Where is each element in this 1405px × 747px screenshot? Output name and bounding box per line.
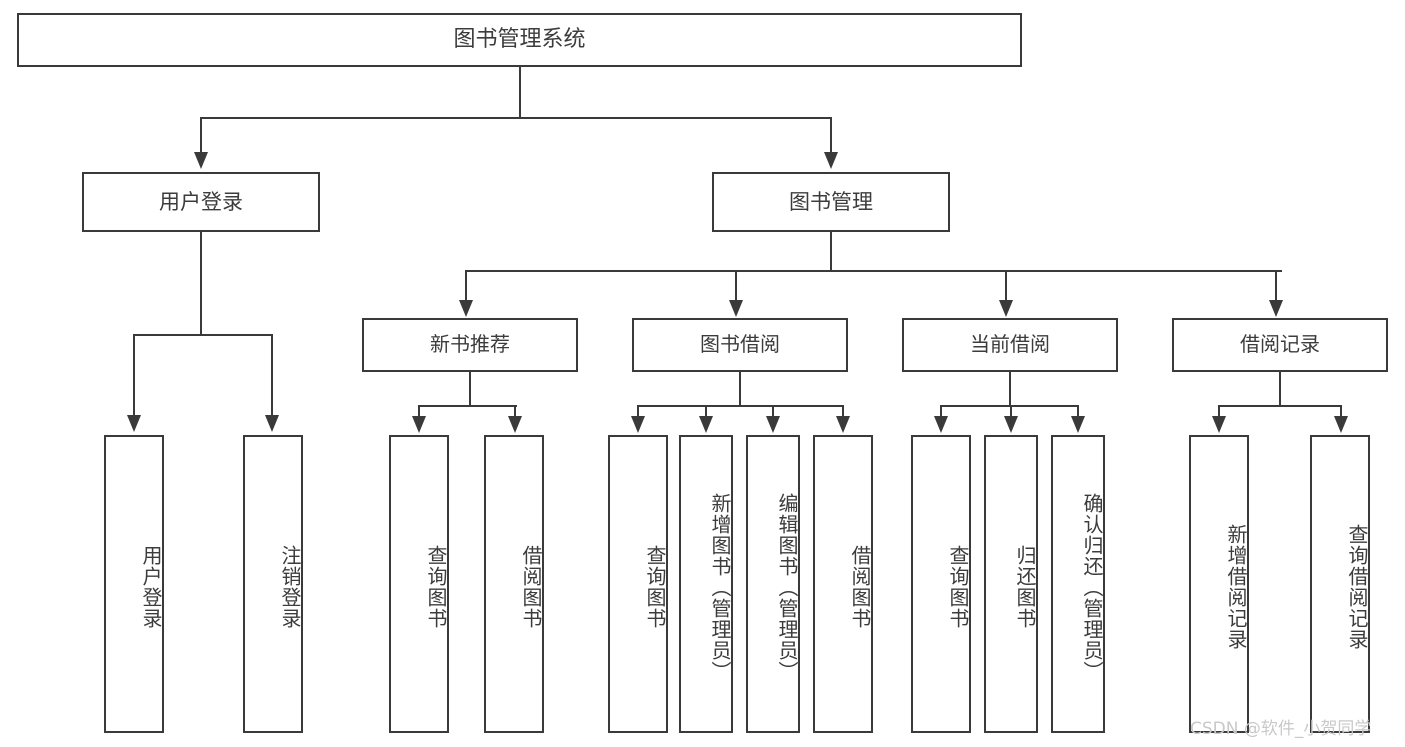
connector-root-stem <box>519 66 521 118</box>
node-leaf-4-label: 查询图书 <box>643 545 667 629</box>
arrow-book-borrow-leaf-4-icon <box>836 416 850 433</box>
node-leaf-8-label: 查询图书 <box>946 545 970 629</box>
connector-root-to-user-login <box>200 117 202 155</box>
node-leaf-12-label: 查询借阅记录 <box>1345 524 1369 650</box>
node-level2-2[interactable]: 当前借阅 <box>902 318 1118 372</box>
node-leaf-11-label: 新增借阅记录 <box>1224 524 1248 650</box>
node-leaf-7[interactable]: 借阅图书 <box>813 435 873 733</box>
connector-book-borrow-leaf-3 <box>772 405 774 419</box>
arrow-root-to-book-manage-icon <box>824 152 838 169</box>
node-level1-0-label: 用户登录 <box>159 189 243 214</box>
connector-to-new-book <box>465 270 467 303</box>
node-leaf-11[interactable]: 新增借阅记录 <box>1189 435 1249 733</box>
connector-root-to-book-manage <box>830 117 832 155</box>
connector-borrow-record-leaf-1 <box>1218 405 1220 419</box>
arrow-user-login-leaf-1-icon <box>127 415 141 432</box>
connector-user-login-bar <box>133 334 272 336</box>
arrow-to-new-book-icon <box>459 300 473 317</box>
connector-current-borrow-stem <box>1009 372 1011 406</box>
arrow-book-borrow-leaf-3-icon <box>766 416 780 433</box>
connector-book-borrow-leaf-1 <box>637 405 639 419</box>
connector-book-manage-stem <box>830 232 832 272</box>
connector-new-book-stem <box>469 372 471 406</box>
node-level1-1-label: 图书管理 <box>789 189 873 214</box>
arrow-borrow-record-leaf-1-icon <box>1212 416 1226 433</box>
arrow-to-current-borrow-icon <box>999 300 1013 317</box>
node-leaf-8[interactable]: 查询图书 <box>911 435 971 733</box>
connector-current-borrow-bar <box>940 405 1079 407</box>
node-leaf-12[interactable]: 查询借阅记录 <box>1310 435 1370 733</box>
connector-to-current-borrow <box>1005 270 1007 303</box>
arrow-user-login-leaf-2-icon <box>265 415 279 432</box>
connector-book-borrow-stem <box>739 372 741 406</box>
node-level2-0-label: 新书推荐 <box>430 332 510 357</box>
node-level1-0[interactable]: 用户登录 <box>82 172 320 232</box>
connector-book-manage-bar <box>465 270 1282 272</box>
connector-current-borrow-leaf-3 <box>1077 405 1079 419</box>
node-root-book-management-system[interactable]: 图书管理系统 <box>17 13 1022 67</box>
node-leaf-10-label: 确认归还（管理员） <box>1080 492 1104 682</box>
arrow-to-borrow-record-icon <box>1269 300 1283 317</box>
node-leaf-9-label: 归还图书 <box>1013 545 1037 629</box>
node-leaf-6[interactable]: 编辑图书（管理员） <box>746 435 800 733</box>
node-leaf-9[interactable]: 归还图书 <box>984 435 1038 733</box>
node-leaf-0[interactable]: 用户登录 <box>104 435 164 733</box>
connector-borrow-record-leaf-2 <box>1340 405 1342 419</box>
node-level2-2-label: 当前借阅 <box>970 332 1050 357</box>
node-leaf-4[interactable]: 查询图书 <box>608 435 668 733</box>
node-leaf-10[interactable]: 确认归还（管理员） <box>1051 435 1105 733</box>
connector-current-borrow-leaf-2 <box>1010 405 1012 419</box>
arrow-current-borrow-leaf-2-icon <box>1004 416 1018 433</box>
node-level2-3[interactable]: 借阅记录 <box>1172 318 1388 372</box>
node-level2-0[interactable]: 新书推荐 <box>362 318 578 372</box>
connector-current-borrow-leaf-1 <box>940 405 942 419</box>
node-leaf-3-label: 借阅图书 <box>519 545 543 629</box>
connector-book-borrow-leaf-2 <box>705 405 707 419</box>
arrow-borrow-record-leaf-2-icon <box>1334 416 1348 433</box>
arrow-new-book-leaf-1-icon <box>412 416 426 433</box>
node-leaf-1[interactable]: 注销登录 <box>243 435 303 733</box>
node-leaf-2[interactable]: 查询图书 <box>389 435 449 733</box>
arrow-book-borrow-leaf-2-icon <box>699 416 713 433</box>
connector-new-book-bar <box>418 405 517 407</box>
node-leaf-3[interactable]: 借阅图书 <box>484 435 544 733</box>
node-level2-1-label: 图书借阅 <box>700 332 780 357</box>
node-root-label: 图书管理系统 <box>453 27 586 53</box>
arrow-current-borrow-leaf-3-icon <box>1071 416 1085 433</box>
arrow-to-book-borrow-icon <box>729 300 743 317</box>
node-leaf-1-label: 注销登录 <box>278 545 302 629</box>
connector-borrow-record-stem <box>1279 372 1281 406</box>
node-leaf-7-label: 借阅图书 <box>848 545 872 629</box>
node-level2-3-label: 借阅记录 <box>1240 332 1320 357</box>
connector-user-login-leaf-1 <box>133 334 135 418</box>
connector-book-borrow-leaf-4 <box>842 405 844 419</box>
connector-root-bar <box>200 117 832 119</box>
node-leaf-5[interactable]: 新增图书（管理员） <box>679 435 733 733</box>
node-level1-1[interactable]: 图书管理 <box>712 172 950 232</box>
arrow-book-borrow-leaf-1-icon <box>631 416 645 433</box>
arrow-current-borrow-leaf-1-icon <box>934 416 948 433</box>
node-leaf-6-label: 编辑图书（管理员） <box>775 492 799 682</box>
connector-new-book-leaf-2 <box>514 405 516 419</box>
connector-to-borrow-record <box>1275 270 1277 303</box>
node-leaf-5-label: 新增图书（管理员） <box>708 492 732 682</box>
connector-user-login-leaf-2 <box>271 334 273 418</box>
watermark-text: CSDN @软件_小贺同学 <box>1190 719 1372 739</box>
connector-new-book-leaf-1 <box>418 405 420 419</box>
connector-borrow-record-bar <box>1218 405 1342 407</box>
arrow-new-book-leaf-2-icon <box>508 416 522 433</box>
node-level2-1[interactable]: 图书借阅 <box>632 318 848 372</box>
arrow-root-to-user-login-icon <box>194 152 208 169</box>
connector-user-login-stem <box>200 232 202 335</box>
node-leaf-0-label: 用户登录 <box>139 545 163 629</box>
connector-to-book-borrow <box>735 270 737 303</box>
connector-book-borrow-bar <box>637 405 844 407</box>
node-leaf-2-label: 查询图书 <box>424 545 448 629</box>
